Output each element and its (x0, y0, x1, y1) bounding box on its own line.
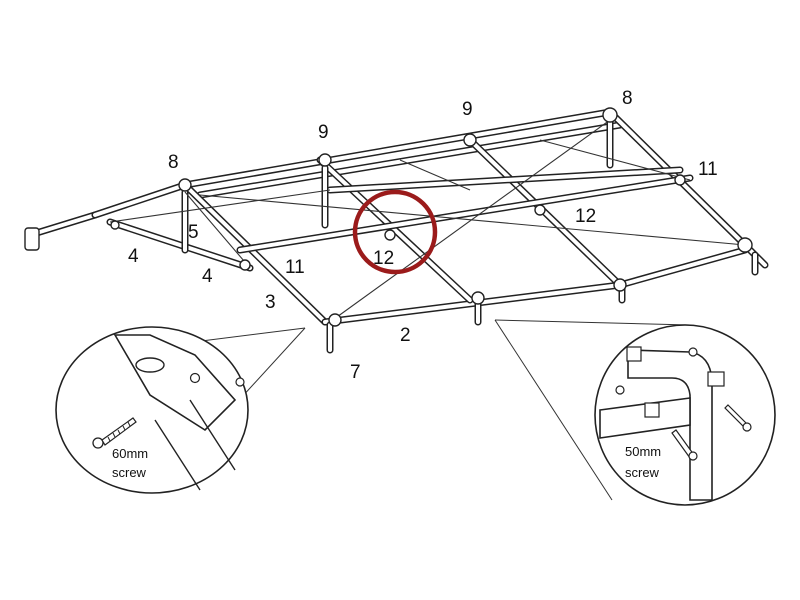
part-label-11-right: 11 (698, 159, 718, 180)
part-label-7: 7 (350, 362, 361, 383)
part-label-4-a: 4 (128, 246, 139, 267)
left-screw-callout: 60mm screw (55, 326, 306, 494)
part-label-4-b: 4 (202, 266, 213, 287)
part-label-2: 2 (400, 325, 411, 346)
part-label-12-circled: 12 (373, 248, 394, 269)
right-screw-callout: 50mm screw (494, 319, 776, 506)
part-label-9-left: 9 (318, 122, 329, 143)
part-label-9-right: 9 (462, 99, 473, 120)
highlight-circle (352, 189, 438, 275)
part-labels: 8 9 9 8 11 12 5 4 4 11 3 12 2 7 (128, 88, 718, 383)
part-label-3: 3 (265, 292, 276, 313)
part-label-5: 5 (188, 222, 199, 243)
left-screw-word: screw (112, 465, 147, 480)
screw-60mm-icon (92, 417, 137, 449)
part-label-11-mid: 11 (285, 257, 305, 278)
left-screw-size: 60mm (112, 446, 148, 461)
frame-structure (24, 107, 769, 354)
screw-50mm-icon (671, 404, 752, 461)
right-screw-size: 50mm (625, 444, 661, 459)
part-label-8-right: 8 (622, 88, 633, 109)
right-screw-word: screw (625, 465, 660, 480)
part-label-12-right: 12 (575, 206, 596, 227)
part-label-8-left: 8 (168, 152, 179, 173)
